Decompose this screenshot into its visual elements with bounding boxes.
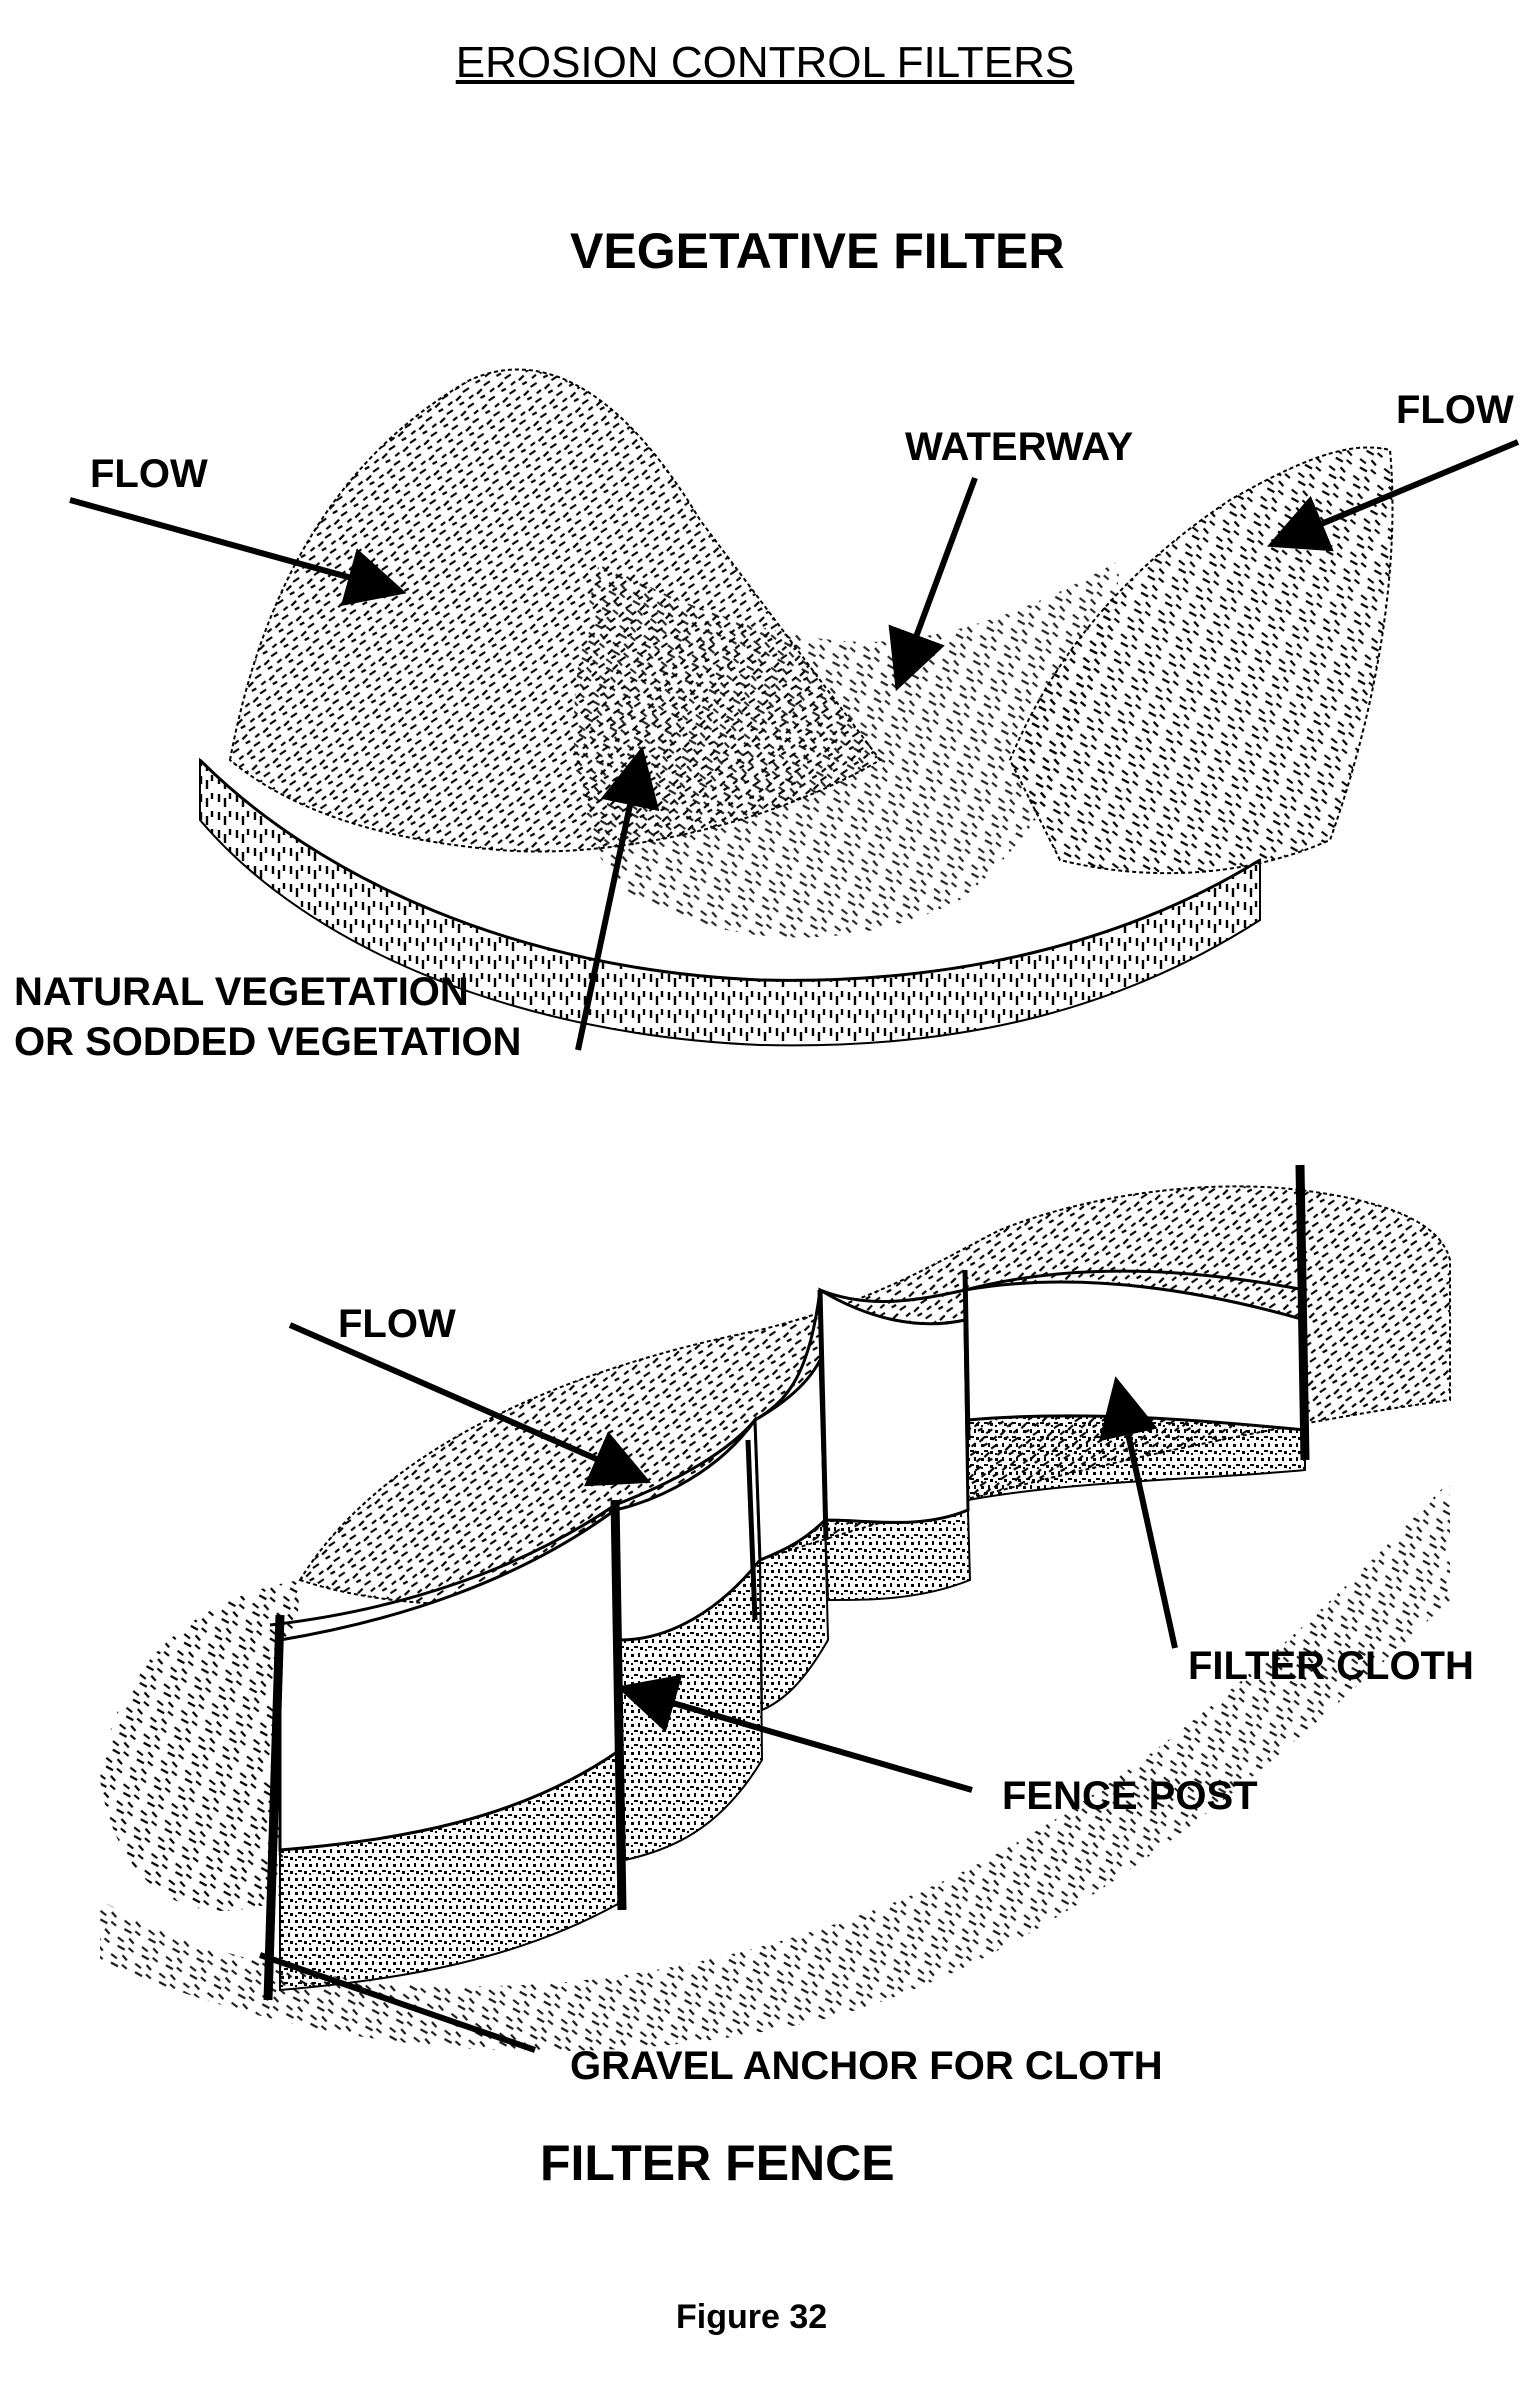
fence-post-label: FENCE POST bbox=[1002, 1774, 1258, 1818]
fence-post-1 bbox=[263, 1614, 285, 2001]
vegetation-arrow bbox=[575, 746, 660, 1051]
filter-fence-drawing bbox=[100, 1164, 1451, 2052]
gravel-anchor-label: GRAVEL ANCHOR FOR CLOTH bbox=[570, 2044, 1163, 2088]
filter-fence-heading: FILTER FENCE bbox=[540, 2135, 895, 2191]
fence-post-4 bbox=[817, 1289, 829, 1541]
vegetation-label-line1: NATURAL VEGETATION bbox=[14, 970, 469, 1014]
flow-right-arrow bbox=[1266, 439, 1520, 552]
flow-left-arrow bbox=[69, 497, 407, 607]
filter-cloth-label: FILTER CLOTH bbox=[1188, 1644, 1474, 1688]
fence-post-6 bbox=[1295, 1164, 1310, 1461]
flow-left-label: FLOW bbox=[90, 452, 208, 496]
vegetative-filter-drawing bbox=[198, 368, 1394, 1047]
page-title: EROSION CONTROL FILTERS bbox=[455, 38, 1075, 87]
flow-right-label: FLOW bbox=[1396, 388, 1514, 432]
fence-post-3 bbox=[745, 1439, 758, 1621]
vegetation-label-line2: OR SODDED VEGETATION bbox=[14, 1020, 522, 1064]
fence-post-5 bbox=[962, 1269, 971, 1441]
filter-cloth-arrow bbox=[1098, 1376, 1178, 1649]
waterway-arrow bbox=[888, 476, 978, 692]
gravel-anchor-line bbox=[259, 1952, 536, 2053]
fence-post-arrow bbox=[616, 1674, 973, 1793]
vegetative-filter-heading: VEGETATIVE FILTER bbox=[570, 223, 1065, 279]
fence-flow-label: FLOW bbox=[338, 1302, 456, 1346]
fence-flow-arrow bbox=[288, 1322, 651, 1487]
figure-caption: Figure 32 bbox=[676, 2298, 828, 2336]
waterway-label: WATERWAY bbox=[905, 425, 1134, 469]
